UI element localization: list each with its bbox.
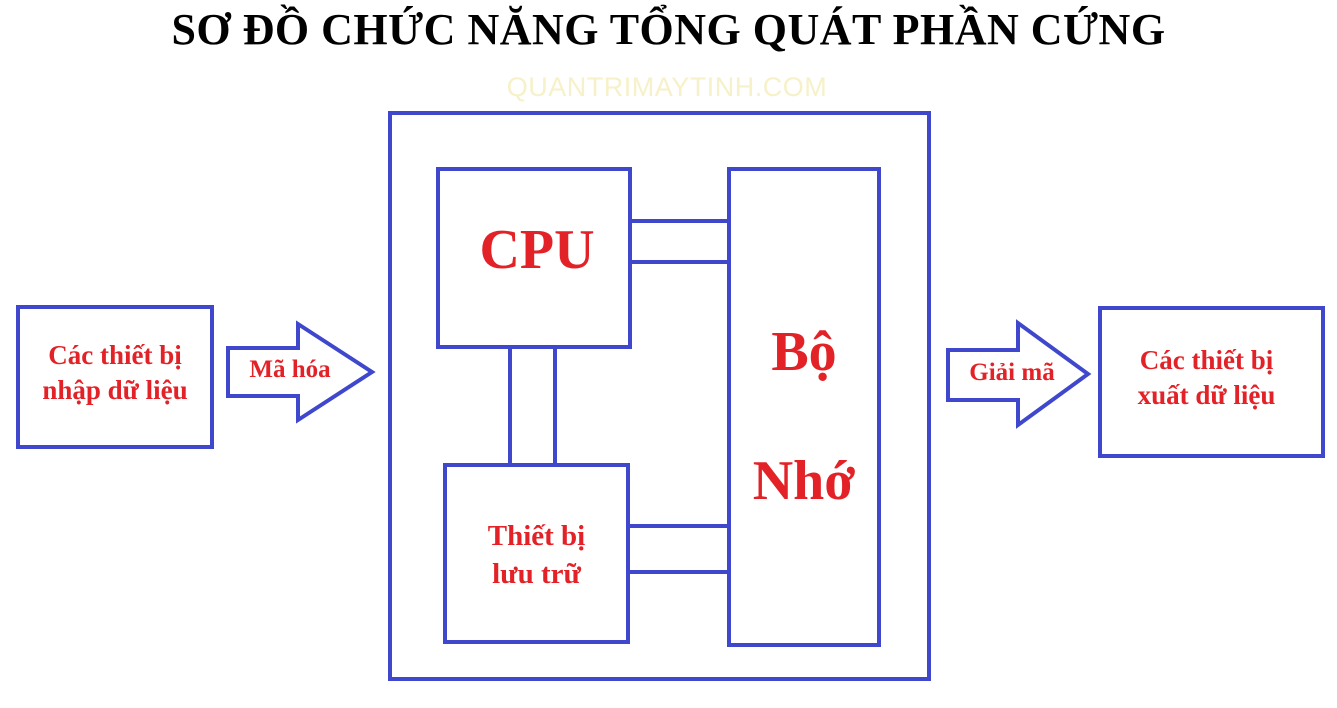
storage-line1: Thiết bị — [487, 520, 586, 552]
input-devices-line1: Các thiết bị — [48, 340, 182, 370]
encode-label: Mã hóa — [249, 356, 331, 383]
output-devices-label: Các thiết bị xuất dữ liệu — [1100, 343, 1313, 413]
watermark: QUANTRIMAYTINH.COM — [506, 72, 828, 102]
input-devices-box — [16, 305, 214, 449]
storage-label: Thiết bị lưu trữ — [445, 518, 628, 593]
output-devices-line2: xuất dữ liệu — [1137, 380, 1276, 411]
decode-arrow — [946, 319, 1092, 429]
memory-line1: Bộ — [771, 321, 837, 383]
cpu-box — [436, 167, 632, 349]
computer-box — [388, 111, 931, 681]
decode-label: Giải mã — [969, 359, 1055, 386]
memory-line2: Nhớ — [752, 449, 856, 512]
storage-box — [443, 463, 630, 644]
input-devices-label: Các thiết bị nhập dữ liệu — [18, 338, 212, 408]
diagram-title: SƠ ĐỒ CHỨC NĂNG TỔNG QUÁT PHẦN CỨNG — [171, 5, 1166, 54]
input-devices-line2: nhập dữ liệu — [42, 375, 188, 406]
output-devices-line1: Các thiết bị — [1139, 345, 1274, 375]
storage-line2: lưu trữ — [492, 557, 581, 590]
output-devices-box — [1098, 306, 1325, 458]
encode-arrow — [226, 320, 376, 424]
cpu-label: CPU — [479, 219, 595, 281]
memory-box — [727, 167, 881, 647]
memory-label: Bộ Nhớ — [729, 288, 879, 546]
